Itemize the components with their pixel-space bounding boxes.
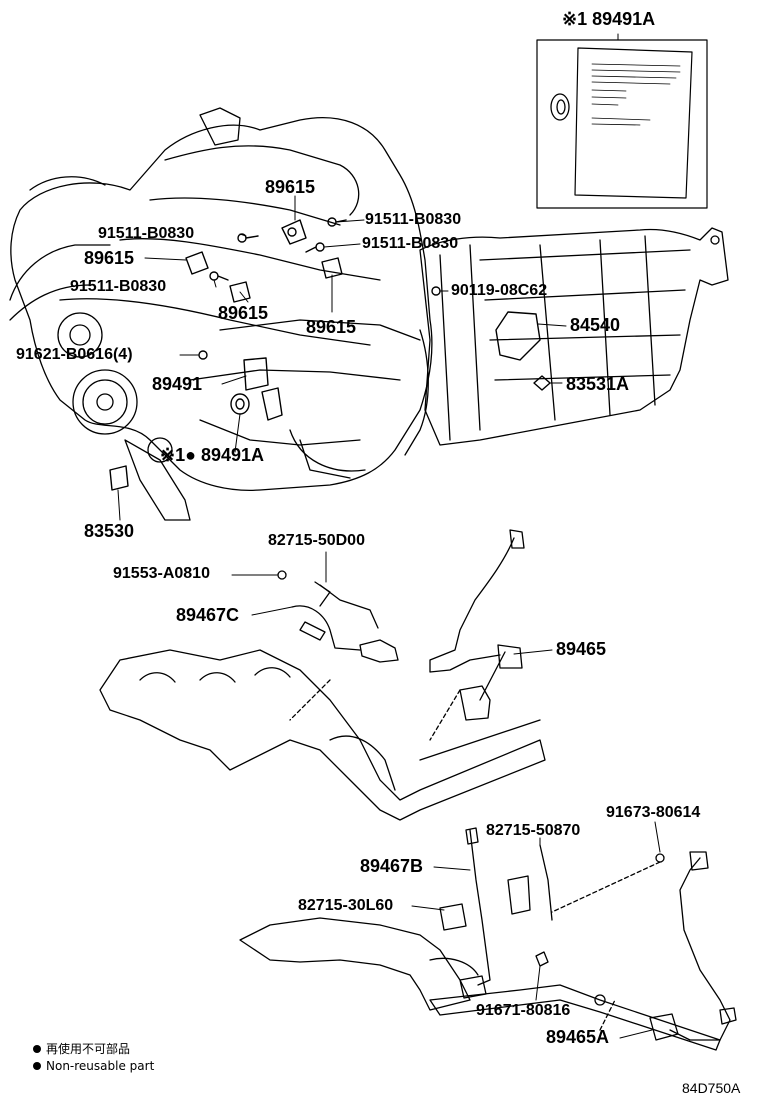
legend-bullet-icon xyxy=(33,1045,41,1053)
lower-exhaust-illustration xyxy=(239,827,737,1051)
label-89491a-kit: ※1 89491A xyxy=(562,9,656,29)
label-91673-80614: 91673-80614 xyxy=(606,804,701,821)
label-89467c: 89467C xyxy=(176,605,240,625)
label-89465a: 89465A xyxy=(546,1027,610,1047)
label-83530: 83530 xyxy=(84,521,135,541)
transmission-illustration xyxy=(404,227,729,456)
label-91511-b0830: 91511-B0830 xyxy=(362,235,459,252)
engine-sensor-parts xyxy=(109,217,551,491)
gasket-kit-sheet-illustration xyxy=(536,39,708,209)
label-89465: 89465 xyxy=(556,639,607,659)
label-91621-b0616: 91621-B0616(4) xyxy=(16,346,133,363)
label-89615: 89615 xyxy=(265,177,316,197)
label-91511-b0830: 91511-B0830 xyxy=(365,211,462,228)
label-91671-80816: 91671-80816 xyxy=(476,1002,571,1019)
label-82715-30l60: 82715-30L60 xyxy=(298,897,394,914)
label-91511-b0830: 91511-B0830 xyxy=(70,278,167,295)
label-89467b: 89467B xyxy=(360,856,424,876)
diagram-code: 84D750A xyxy=(682,1080,741,1096)
label-89491: 89491 xyxy=(152,374,203,394)
legend-bullet-icon xyxy=(33,1062,41,1070)
label-89615: 89615 xyxy=(84,248,135,268)
label-91511-b0830: 91511-B0830 xyxy=(98,225,195,242)
legend-jp: 再使用不可部品 xyxy=(46,1042,131,1056)
label-91553-a0810: 91553-A0810 xyxy=(113,565,210,582)
label-89615: 89615 xyxy=(218,303,269,323)
upper-exhaust-illustration xyxy=(99,529,546,821)
label-84540: 84540 xyxy=(570,315,621,335)
label-82715-50d00: 82715-50D00 xyxy=(268,532,365,549)
legend-en: Non-reusable part xyxy=(46,1059,155,1073)
label-89491a: ※1● 89491A xyxy=(160,445,265,465)
label-89615: 89615 xyxy=(306,317,357,337)
label-90119-08c62: 90119-08C62 xyxy=(451,282,548,299)
label-83531a: 83531A xyxy=(566,374,630,394)
leader-lines xyxy=(117,33,661,1039)
engine-illustration xyxy=(9,107,433,521)
label-82715-50870: 82715-50870 xyxy=(486,822,581,839)
